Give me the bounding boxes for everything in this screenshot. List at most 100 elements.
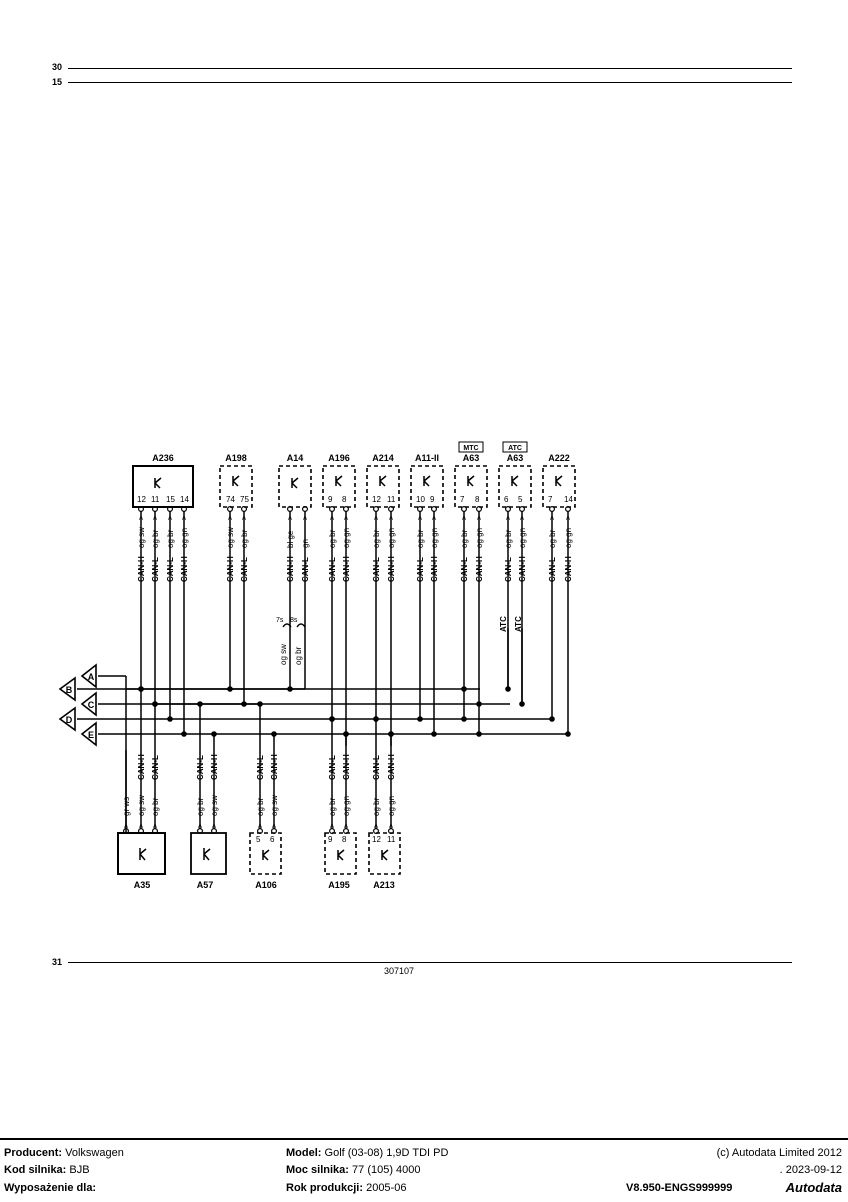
a14-lower-colors: og sw og br [279, 644, 303, 665]
engine-label: Kod silnika: [4, 1164, 67, 1176]
svg-text:og sw: og sw [279, 644, 288, 665]
wire-signal: CAN-L [328, 557, 337, 582]
pin-marker: A [374, 516, 378, 522]
connector-d[interactable]: D [58, 706, 76, 732]
pin-number: 10 [416, 495, 425, 504]
wire-signal: CAN-L [328, 755, 337, 780]
pin-marker: A [330, 516, 334, 522]
junction-dot [549, 716, 555, 722]
module-a195[interactable]: A195 [324, 832, 357, 890]
junction-dot [211, 731, 217, 737]
wires-layer [77, 506, 571, 834]
module-a57[interactable]: A57 [190, 832, 227, 890]
wire-signal: CAN-L [504, 557, 513, 582]
wire-signal: CAN-L [301, 557, 310, 582]
junction-dot [431, 731, 437, 737]
wire-color: og gn [342, 796, 351, 816]
diagram-reference-number: 307107 [384, 966, 415, 976]
wire-color: gn [301, 539, 310, 548]
pin-marker: A [374, 824, 378, 830]
connector-a[interactable]: A [80, 663, 97, 689]
junction-dot [138, 686, 144, 692]
junction-dot [565, 731, 571, 737]
connector-e[interactable]: E [80, 721, 97, 747]
svg-text:E: E [88, 730, 94, 740]
module-a63-mtc[interactable]: MTC A63 [454, 441, 488, 508]
module-a196[interactable]: A196 [322, 453, 356, 508]
svg-text:A: A [88, 672, 95, 682]
variant-tag: ATC [508, 445, 522, 452]
connector-b[interactable]: B [58, 676, 76, 702]
wire-signal: CAN-L [372, 557, 381, 582]
module-a106[interactable]: A106 [249, 832, 282, 890]
svg-text:C: C [88, 700, 95, 710]
pin-number: 15 [166, 495, 175, 504]
footer: Producent: Volkswagen Kod silnika: BJB W… [0, 1138, 848, 1202]
wire-signal: CAN-H [286, 556, 295, 582]
wire-color: og gn [342, 528, 351, 548]
wire-color: og br [328, 797, 337, 816]
module-a213[interactable]: A213 [368, 832, 401, 890]
wire-color: bl ge [286, 530, 295, 548]
pin-marker: A [344, 516, 348, 522]
module-a35[interactable]: A35 [117, 832, 166, 890]
junction-dot [329, 716, 335, 722]
wire-signal: CAN-L [548, 557, 557, 582]
pin-marker: A [344, 824, 348, 830]
variant-tag: MTC [463, 445, 478, 452]
wire-color: og br [372, 797, 381, 816]
pin-marker: A [389, 824, 393, 830]
wire-color: og br [328, 529, 337, 548]
module-a214[interactable]: A214 [366, 453, 400, 508]
module-a14[interactable]: A14 [278, 453, 312, 508]
pin-marker: A [153, 824, 157, 830]
pin-marker: A [330, 824, 334, 830]
pin-marker: A [168, 516, 172, 522]
junction-dot [257, 701, 263, 707]
wire-signal: CAN-L [256, 755, 265, 780]
model-label: Model: [286, 1147, 322, 1159]
pin-terminal [373, 506, 380, 513]
module-label: A214 [372, 453, 394, 463]
pin-marker: A [124, 824, 128, 830]
equipment-label: Wyposażenie dla: [4, 1182, 97, 1194]
wire-color: og gn [387, 796, 396, 816]
pin-number: 8 [475, 495, 480, 504]
wire-signal: CAN-L [151, 755, 160, 780]
pin-marker: A [520, 516, 524, 522]
module-a63-atc[interactable]: ATC A63 [498, 441, 532, 508]
module-a11-ii[interactable]: A11-II [410, 453, 444, 508]
junction-dot [373, 716, 379, 722]
pin-number: 5 [518, 495, 523, 504]
pin-marker: A [462, 516, 466, 522]
wire-color: og br [196, 797, 205, 816]
wire-color: og br [151, 529, 160, 548]
print-date: . 2023-09-12 [779, 1164, 842, 1176]
module-a222[interactable]: A222 [542, 453, 576, 508]
autodata-logo: Autodata [785, 1180, 842, 1195]
module-a236[interactable]: A236 [132, 453, 194, 508]
wire-signal: CAN-H [342, 556, 351, 582]
connector-c[interactable]: C [80, 691, 97, 717]
pin-marker: A [139, 516, 143, 522]
wire-signal: CAN-H [518, 556, 527, 582]
wire-color: og br [256, 797, 265, 816]
wire-color: og gn [518, 528, 527, 548]
module-label: A196 [328, 453, 350, 463]
pin-marker: A [139, 824, 143, 830]
pin-number: 8 [342, 495, 347, 504]
junction-dot [241, 701, 247, 707]
module-label: A14 [287, 453, 304, 463]
wire-signal: CAN-L [166, 557, 175, 582]
copyright: (c) Autodata Limited 2012 [716, 1147, 842, 1159]
wire-signal: CAN-L [151, 557, 160, 582]
junction-dot [461, 716, 467, 722]
junction-dot [271, 731, 277, 737]
svg-text:D: D [66, 715, 73, 725]
producer-value: Volkswagen [65, 1147, 124, 1159]
module-a198[interactable]: A198 [219, 453, 253, 508]
module-label: A63 [507, 453, 524, 463]
pin-marker: A [153, 516, 157, 522]
pin-number: 6 [504, 495, 509, 504]
wire-color: og br [416, 529, 425, 548]
